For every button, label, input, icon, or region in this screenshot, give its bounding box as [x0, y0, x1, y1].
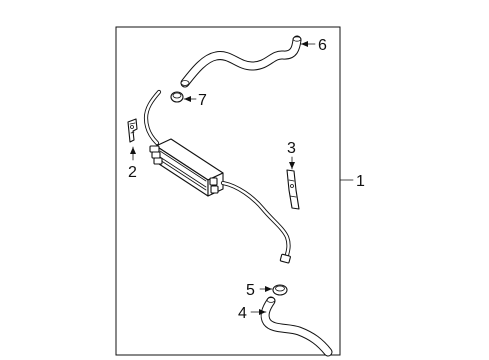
mounting-bracket-right[interactable]: [286, 169, 300, 210]
callout-3: 3: [287, 140, 296, 157]
inlet-pipe[interactable]: [143, 89, 162, 146]
mounting-bracket-left[interactable]: [127, 118, 138, 143]
hose-clamp-lower[interactable]: [272, 284, 288, 296]
callout-1: 1: [356, 173, 365, 190]
callout-4: 4: [238, 305, 247, 322]
hose-clamp-upper[interactable]: [170, 91, 184, 103]
oil-cooler[interactable]: [149, 138, 224, 197]
assembly-frame: [115, 26, 341, 356]
callout-7: 7: [198, 92, 207, 109]
callout-6: 6: [318, 37, 327, 54]
callout-5: 5: [246, 282, 255, 299]
callout-2: 2: [128, 164, 137, 181]
lower-hose[interactable]: [260, 296, 333, 357]
upper-hose[interactable]: [180, 35, 302, 88]
outlet-pipe[interactable]: [220, 180, 291, 264]
